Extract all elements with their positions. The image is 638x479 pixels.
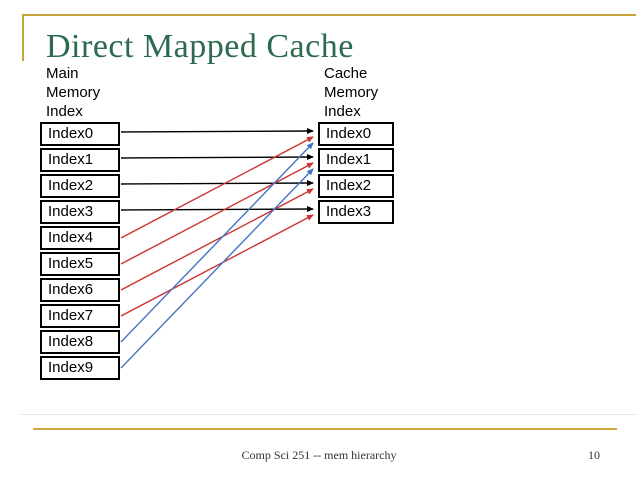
mapping-arrow — [120, 168, 314, 369]
main-memory-row: Index5 — [40, 252, 120, 276]
slide-title: Direct Mapped Cache — [46, 28, 354, 65]
cache-memory-row: Index0 — [318, 122, 394, 146]
main-memory-row: Index3 — [40, 200, 120, 224]
mapping-arrow — [120, 128, 314, 135]
main-memory-row: Index6 — [40, 278, 120, 302]
cache-memory-row: Index1 — [318, 148, 394, 172]
main-memory-row: Index4 — [40, 226, 120, 250]
main-memory-row: Index9 — [40, 356, 120, 380]
main-memory-row: Index8 — [40, 330, 120, 354]
mapping-arrow — [120, 188, 314, 291]
mapping-arrow — [120, 162, 314, 265]
label-line: Cache — [324, 65, 368, 82]
main-memory-row: Index0 — [40, 122, 120, 146]
main-memory-row: Index2 — [40, 174, 120, 198]
page-number: 10 — [588, 448, 600, 462]
label-line: Index — [46, 103, 83, 120]
top-accent-line — [22, 14, 636, 16]
main-memory-row: Index7 — [40, 304, 120, 328]
mapping-arrow — [120, 180, 314, 187]
cache-memory-row: Index3 — [318, 200, 394, 224]
label-line: Main — [46, 65, 79, 82]
mapping-arrow — [120, 154, 314, 161]
footer-divider-gold — [33, 428, 617, 430]
mapping-arrow — [120, 142, 314, 343]
label-line: Index — [324, 103, 361, 120]
mapping-arrow — [120, 136, 314, 239]
mapping-arrow — [120, 206, 314, 213]
footer-divider-light — [20, 414, 638, 415]
cache-memory-row: Index2 — [318, 174, 394, 198]
left-accent-line — [22, 14, 24, 61]
label-line: Memory — [324, 84, 379, 101]
mapping-arrow — [120, 214, 314, 317]
label-line: Memory — [46, 84, 101, 101]
footer-text: Comp Sci 251 -- mem hierarchy — [241, 448, 397, 462]
main-memory-row: Index1 — [40, 148, 120, 172]
